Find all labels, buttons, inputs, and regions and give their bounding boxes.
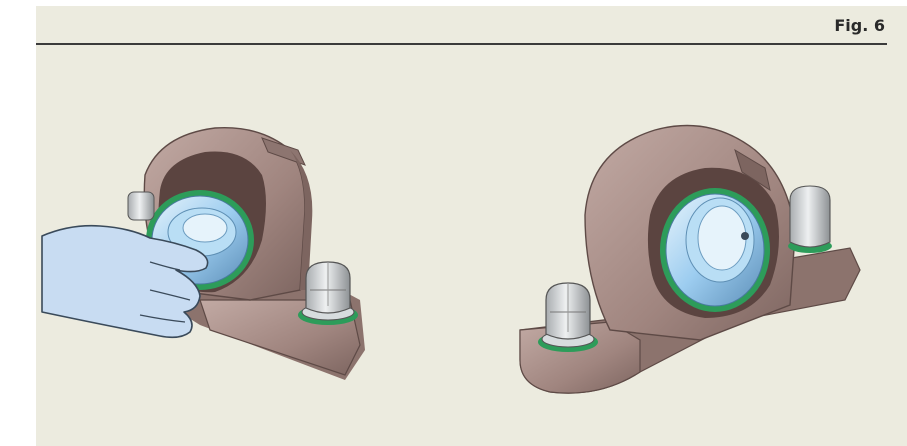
right-cap-nut-back [788,186,832,253]
left-cap-nut-front [298,262,358,325]
left-cap-nut-back [128,192,154,220]
right-cap-nut-front [538,283,598,352]
right-bearing-insert [660,188,770,312]
